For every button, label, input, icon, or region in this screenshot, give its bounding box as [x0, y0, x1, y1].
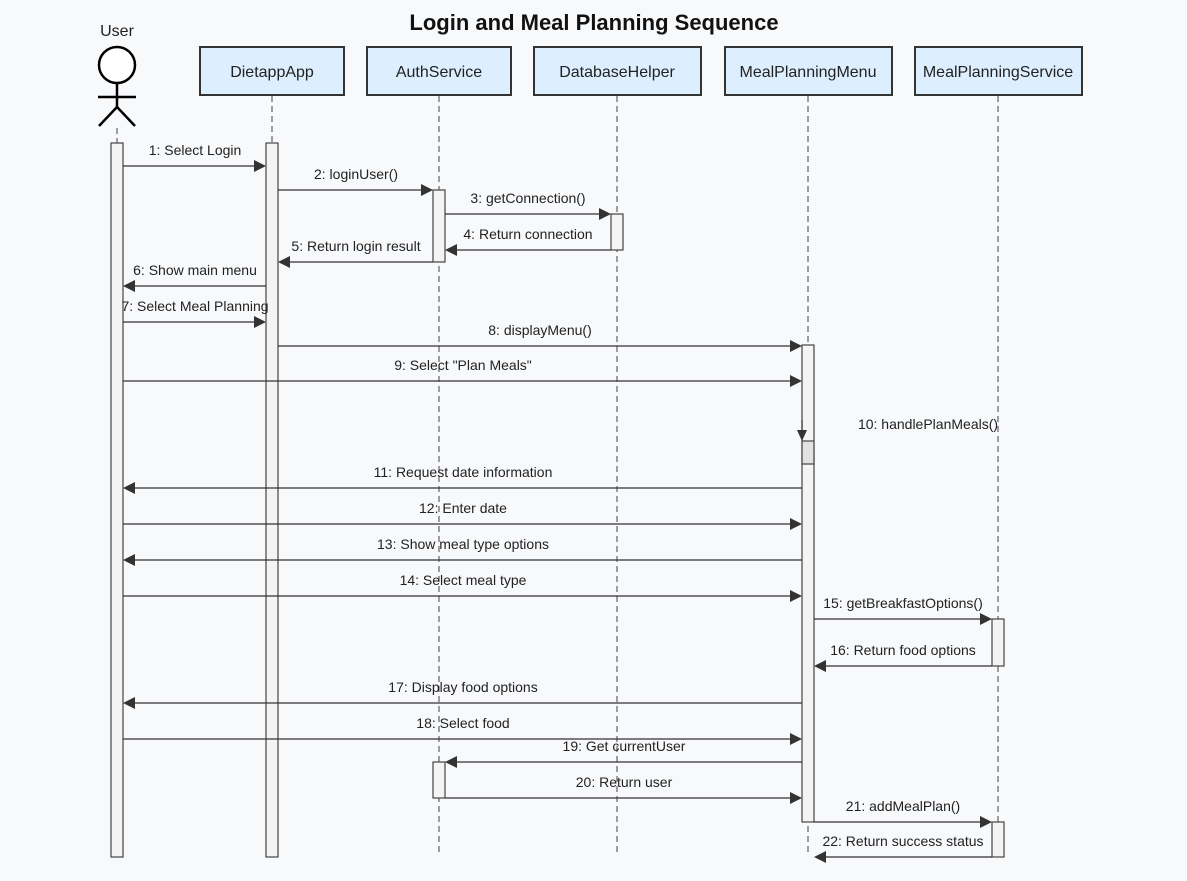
message-label: 7: Select Meal Planning [121, 298, 268, 314]
message-label: 8: displayMenu() [488, 322, 592, 338]
message-18: 18: Select food [123, 715, 802, 745]
message-16: 16: Return food options [814, 642, 992, 672]
message-arrowhead [814, 660, 826, 672]
message-15: 15: getBreakfastOptions() [814, 595, 992, 625]
message-label: 2: loginUser() [314, 166, 398, 182]
message-arrowhead [123, 280, 135, 292]
message-20: 20: Return user [445, 774, 802, 804]
message-arrowhead [254, 316, 266, 328]
message-arrowhead [421, 184, 433, 196]
participant-mealplanningservice: MealPlanningService [914, 46, 1083, 96]
message-label: 12: Enter date [419, 500, 507, 516]
message-arrowhead [790, 375, 802, 387]
message-arrowhead [123, 554, 135, 566]
message-label: 21: addMealPlan() [846, 798, 960, 814]
message-arrowhead [254, 160, 266, 172]
activation-dietappapp [265, 142, 279, 858]
message-arrowhead [790, 733, 802, 745]
message-label: 1: Select Login [149, 142, 242, 158]
participant-label-mealplanningservice: MealPlanningService [923, 64, 1073, 81]
message-arrowhead [123, 482, 135, 494]
participant-databasehelper: DatabaseHelper [533, 46, 702, 96]
participant-label-mealplanningmenu: MealPlanningMenu [740, 64, 877, 81]
message-19: 19: Get currentUser [445, 738, 802, 768]
message-arrowhead [980, 613, 992, 625]
participant-authservice: AuthService [366, 46, 512, 96]
message-label: 15: getBreakfastOptions() [823, 595, 983, 611]
message-label: 16: Return food options [830, 642, 976, 658]
participant-label-user: User [100, 23, 134, 40]
message-label: 6: Show main menu [133, 262, 257, 278]
activation-authservice-login [432, 189, 446, 263]
actor-icon [97, 45, 137, 127]
message-7: 7: Select Meal Planning [121, 298, 269, 328]
activation-databasehelper [610, 213, 624, 251]
message-6: 6: Show main menu [123, 262, 266, 292]
participant-label-authservice: AuthService [396, 64, 482, 81]
activation-mealplanningmenu [801, 344, 815, 823]
activation-mealplanningservice-options [991, 618, 1005, 667]
message-arrowhead [790, 792, 802, 804]
message-arrowhead [599, 208, 611, 220]
message-8: 8: displayMenu() [278, 322, 802, 352]
message-arrowhead [814, 851, 826, 863]
participant-user: User [97, 23, 137, 127]
message-label: 22: Return success status [822, 833, 983, 849]
message-label: 19: Get currentUser [563, 738, 686, 754]
message-arrowhead [123, 697, 135, 709]
message-arrowhead [790, 518, 802, 530]
message-label: 9: Select "Plan Meals" [394, 357, 532, 373]
message-label: 13: Show meal type options [377, 536, 549, 552]
message-arrowhead [278, 256, 290, 268]
message-label: 14: Select meal type [400, 572, 527, 588]
message-label: 18: Select food [416, 715, 509, 731]
message-label: 10: handlePlanMeals() [858, 416, 998, 432]
message-arrowhead [790, 340, 802, 352]
activations [110, 142, 1005, 858]
message-2: 2: loginUser() [278, 166, 433, 196]
participant-label-dietappapp: DietappApp [230, 64, 314, 81]
message-13: 13: Show meal type options [123, 536, 802, 566]
message-label: 20: Return user [576, 774, 673, 790]
message-arrowhead [790, 590, 802, 602]
message-arrowhead [980, 816, 992, 828]
activation-authservice-user [432, 761, 446, 799]
message-arrowhead [445, 244, 457, 256]
message-21: 21: addMealPlan() [814, 798, 992, 828]
message-label: 4: Return connection [463, 226, 592, 242]
message-11: 11: Request date information [123, 464, 802, 494]
message-10: 10: handlePlanMeals() [797, 416, 998, 441]
message-1: 1: Select Login [123, 142, 266, 172]
message-5: 5: Return login result [278, 238, 433, 268]
message-label: 3: getConnection() [470, 190, 585, 206]
message-label: 5: Return login result [291, 238, 420, 254]
message-14: 14: Select meal type [123, 572, 802, 602]
diagram-title: Login and Meal Planning Sequence [409, 10, 778, 35]
message-22: 22: Return success status [814, 833, 992, 863]
participant-mealplanningmenu: MealPlanningMenu [724, 46, 893, 96]
participant-label-databasehelper: DatabaseHelper [559, 64, 675, 81]
activation-mealplanningmenu-self [801, 440, 815, 465]
participants: User DietappApp AuthService DatabaseHelp… [97, 23, 1083, 127]
activation-user [110, 142, 124, 858]
message-3: 3: getConnection() [445, 190, 611, 220]
message-arrowhead [445, 756, 457, 768]
participant-dietappapp: DietappApp [199, 46, 345, 96]
messages: 1: Select Login 2: loginUser() 3: getConne… [121, 142, 998, 863]
message-arrowhead [797, 430, 807, 441]
message-9: 9: Select "Plan Meals" [123, 357, 802, 387]
message-label: 11: Request date information [374, 464, 553, 480]
message-4: 4: Return connection [445, 226, 611, 256]
message-17: 17: Display food options [123, 679, 802, 709]
activation-mealplanningservice-add [991, 821, 1005, 858]
lifelines [116, 96, 999, 856]
message-12: 12: Enter date [123, 500, 802, 530]
message-label: 17: Display food options [388, 679, 537, 695]
